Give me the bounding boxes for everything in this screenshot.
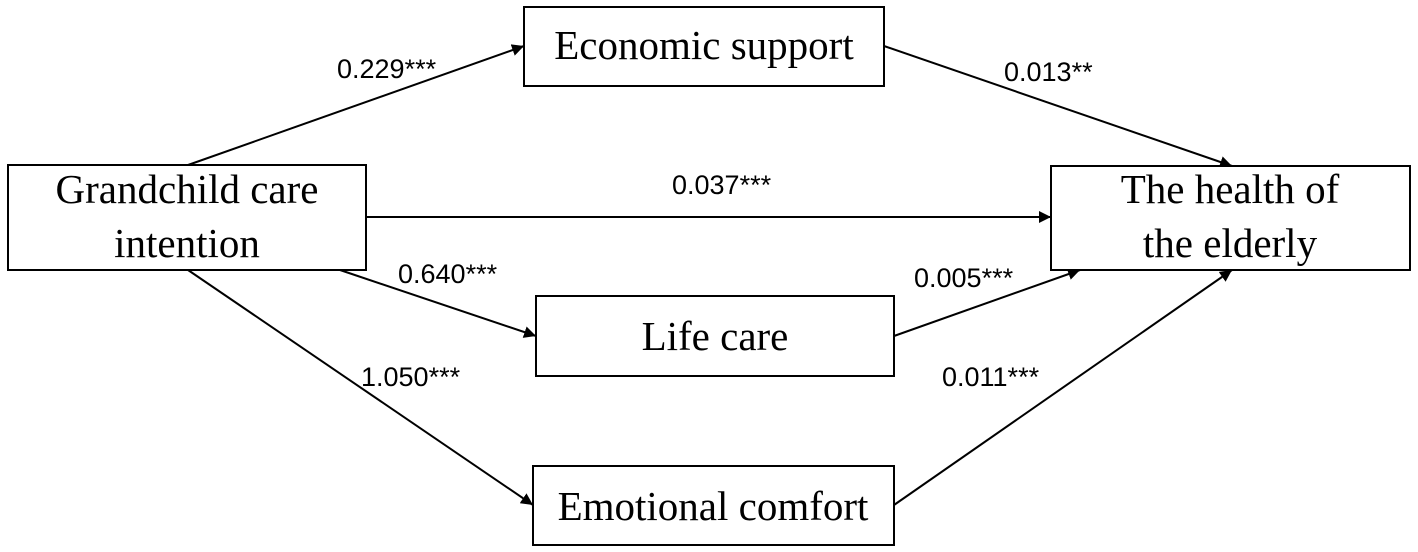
node-grandchild-care-line1: Grandchild care: [56, 166, 319, 212]
node-economic-support-label: Economic support: [554, 22, 854, 68]
edge-care-to-lifecare: [339, 269, 537, 338]
edge-emotional-to-health: [893, 269, 1233, 506]
coef-emotional-to-health: 0.011***: [942, 362, 1040, 392]
edge-economic-to-health: [883, 45, 1233, 168]
node-economic-support: Economic support: [523, 6, 885, 87]
coef-care-to-emotional: 1.050***: [361, 362, 461, 392]
coef-care-to-lifecare: 0.640***: [398, 259, 498, 289]
node-elderly-health-line2: the elderly: [1143, 220, 1318, 266]
edge-care-to-emotional: [187, 269, 534, 506]
node-life-care-label: Life care: [642, 313, 789, 359]
coef-care-to-health: 0.037***: [672, 170, 772, 200]
node-grandchild-care-intention: Grandchild care intention: [7, 164, 367, 271]
coef-care-to-economic: 0.229***: [337, 54, 437, 84]
node-emotional-comfort-label: Emotional comfort: [558, 483, 869, 529]
node-life-care: Life care: [535, 295, 895, 377]
edge-care-to-economic: [187, 44, 525, 166]
node-grandchild-care-line2: intention: [114, 220, 260, 266]
coef-lifecare-to-health: 0.005***: [914, 263, 1014, 293]
node-elderly-health: The health of the elderly: [1050, 165, 1411, 271]
edge-lifecare-to-health: [893, 268, 1081, 337]
node-elderly-health-line1: The health of: [1121, 166, 1340, 212]
coef-economic-to-health: 0.013**: [1004, 57, 1093, 87]
node-emotional-comfort: Emotional comfort: [532, 465, 895, 546]
